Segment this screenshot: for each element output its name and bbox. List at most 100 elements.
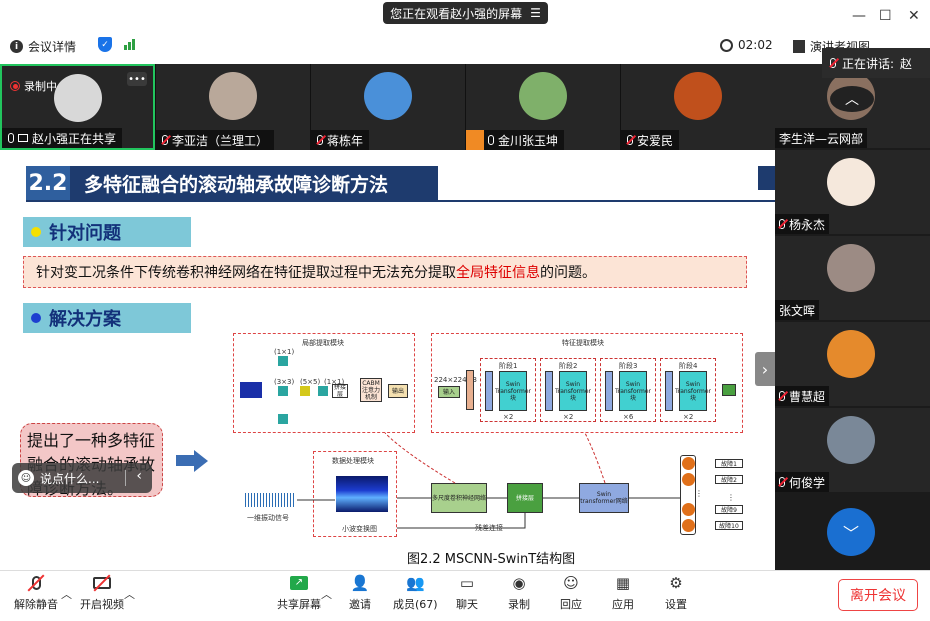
participant-tile[interactable]: 金川张玉坤: [466, 64, 620, 150]
invite-button[interactable]: 👤 邀请: [349, 574, 371, 612]
conv-label: (3×3): [274, 378, 295, 386]
stage-label: 阶段1: [499, 362, 518, 370]
solution-heading-text: 解决方案: [49, 309, 121, 330]
participant-name-bar: 何俊学: [775, 472, 830, 492]
share-banner[interactable]: 您正在观看赵小强的屏幕 ☰: [383, 2, 548, 24]
leave-meeting-button[interactable]: 离开会议: [838, 579, 918, 611]
avatar: [827, 416, 875, 464]
record-button[interactable]: ◉ 录制: [508, 574, 530, 612]
conv-block: [318, 386, 328, 396]
participant-name: 曹慧超: [789, 389, 826, 404]
emoji-icon[interactable]: ☺: [18, 470, 34, 486]
avatar: [674, 72, 722, 120]
participant-tile[interactable]: 李生洋—云网部: [775, 64, 930, 148]
data-processing-module: 数据处理模块 小波变换图: [313, 451, 397, 537]
participant-name: 李亚洁（兰理工）: [172, 133, 269, 148]
layout-icon: [793, 40, 805, 53]
participant-tile[interactable]: 李亚洁（兰理工）: [156, 64, 310, 150]
host-badge-icon: [466, 130, 484, 150]
unmute-button[interactable]: 解除静音: [14, 574, 58, 612]
participant-tile[interactable]: 安爱民: [621, 64, 775, 150]
avatar: [827, 158, 875, 206]
settings-button[interactable]: ⚙ 设置: [665, 574, 687, 612]
conv-label: (1×1): [274, 348, 295, 356]
meeting-timer: 02:02: [720, 38, 773, 52]
participant-name-bar: 张文晖: [775, 300, 820, 320]
multiscale-cnn-block: 多尺度卷积神经网络: [431, 483, 487, 513]
concat-block: 拼接层: [507, 483, 543, 513]
input-block: [240, 382, 262, 398]
speaking-name: 赵: [900, 56, 913, 71]
reactions-label: 回应: [560, 598, 582, 611]
camera-off-icon: [91, 574, 113, 592]
chat-button[interactable]: ▭ 聊天: [456, 574, 478, 612]
invite-icon: 👤: [350, 574, 370, 592]
avatar: [209, 72, 257, 120]
module-label: 局部提取模块: [302, 339, 344, 347]
meeting-info-button[interactable]: i 会议详情: [10, 38, 76, 55]
stage-block: 阶段4 Swin Transformer块 ×2: [660, 358, 716, 422]
mic-icon: [8, 133, 14, 143]
bullet-icon: [31, 313, 41, 323]
participant-tile[interactable]: 何俊学: [775, 408, 930, 492]
participant-tile[interactable]: 杨永杰: [775, 150, 930, 234]
output-node: [682, 473, 695, 486]
mute-options-caret[interactable]: ︿: [61, 588, 72, 601]
fault-label: 故障1: [715, 459, 743, 468]
chevron-left-icon[interactable]: ‹: [136, 468, 142, 484]
conv-block: [278, 386, 288, 396]
output-node: [682, 503, 695, 516]
stage-block: 阶段2 Swin Transformer块 ×2: [540, 358, 596, 422]
participant-name-bar: 李亚洁（兰理工）: [156, 130, 275, 150]
more-options-icon[interactable]: •••: [127, 72, 147, 86]
video-options-caret[interactable]: ︿: [124, 588, 135, 601]
swin-block: Swin Transformer块: [495, 371, 531, 411]
problem-heading: 针对问题: [23, 217, 191, 247]
shared-screen: 2.2 多特征融合的滚动轴承故障诊断方法 针对问题 针对变工况条件下传统卷积神经…: [0, 150, 775, 570]
maximize-icon[interactable]: ☐: [879, 8, 892, 24]
comment-input[interactable]: ☺ 说点什么... ‹: [12, 463, 152, 493]
signal-icon[interactable]: [124, 39, 135, 50]
security-shield-icon[interactable]: ✓: [98, 37, 112, 52]
speaking-label: 正在讲话:: [842, 56, 895, 71]
scroll-down-icon[interactable]: ﹀: [827, 508, 875, 556]
output-block: 输出: [388, 384, 408, 398]
apps-button[interactable]: ▦ 应用: [612, 574, 634, 612]
close-icon[interactable]: ✕: [908, 8, 920, 24]
participant-name: 安爱民: [637, 133, 674, 148]
members-label: 成员(67): [393, 598, 438, 611]
merge-block: [665, 371, 673, 411]
start-video-button[interactable]: 开启视频: [80, 574, 124, 612]
arrow-head: [194, 450, 208, 472]
participant-name-bar: 金川张玉坤: [466, 130, 565, 150]
menu-icon[interactable]: ☰: [530, 6, 541, 20]
scroll-up-icon[interactable]: ︿: [830, 86, 874, 112]
avatar: [519, 72, 567, 120]
recording-label: 录制中: [24, 80, 57, 93]
participant-tile[interactable]: 录制中 ••• 赵小强正在共享: [0, 64, 155, 150]
comment-placeholder: 说点什么...: [40, 471, 100, 486]
patch-block: [466, 370, 474, 410]
participant-tile[interactable]: 蒋栋年: [311, 64, 465, 150]
bullet-icon: [31, 227, 41, 237]
input-block: 输入: [438, 386, 460, 398]
side-participant-list: ︿ 李生洋—云网部 杨永杰 张文晖 曹慧超 何俊学 ﹀: [775, 64, 930, 570]
minimize-icon[interactable]: —: [852, 8, 866, 24]
share-screen-button[interactable]: ↗ 共享屏幕: [277, 574, 321, 612]
mic-off-icon: [627, 135, 633, 145]
swin-block: Swin Transformer块: [615, 371, 651, 411]
merge-block: [605, 371, 613, 411]
next-page-button[interactable]: ›: [755, 352, 775, 386]
participant-name: 蒋栋年: [327, 133, 364, 148]
svg-text:⋮: ⋮: [695, 489, 703, 498]
conv-block: [300, 386, 310, 396]
avatar: [827, 330, 875, 378]
participant-name-bar: 李生洋—云网部: [775, 128, 868, 148]
participant-tile[interactable]: 曹慧超: [775, 322, 930, 406]
mic-off-icon: [779, 477, 785, 487]
share-options-caret[interactable]: ︿: [321, 588, 332, 601]
participant-tile[interactable]: 张文晖: [775, 236, 930, 320]
avatar: [364, 72, 412, 120]
reactions-button[interactable]: ☺ 回应: [560, 574, 582, 612]
members-button[interactable]: 👥 成员(67): [393, 574, 438, 612]
